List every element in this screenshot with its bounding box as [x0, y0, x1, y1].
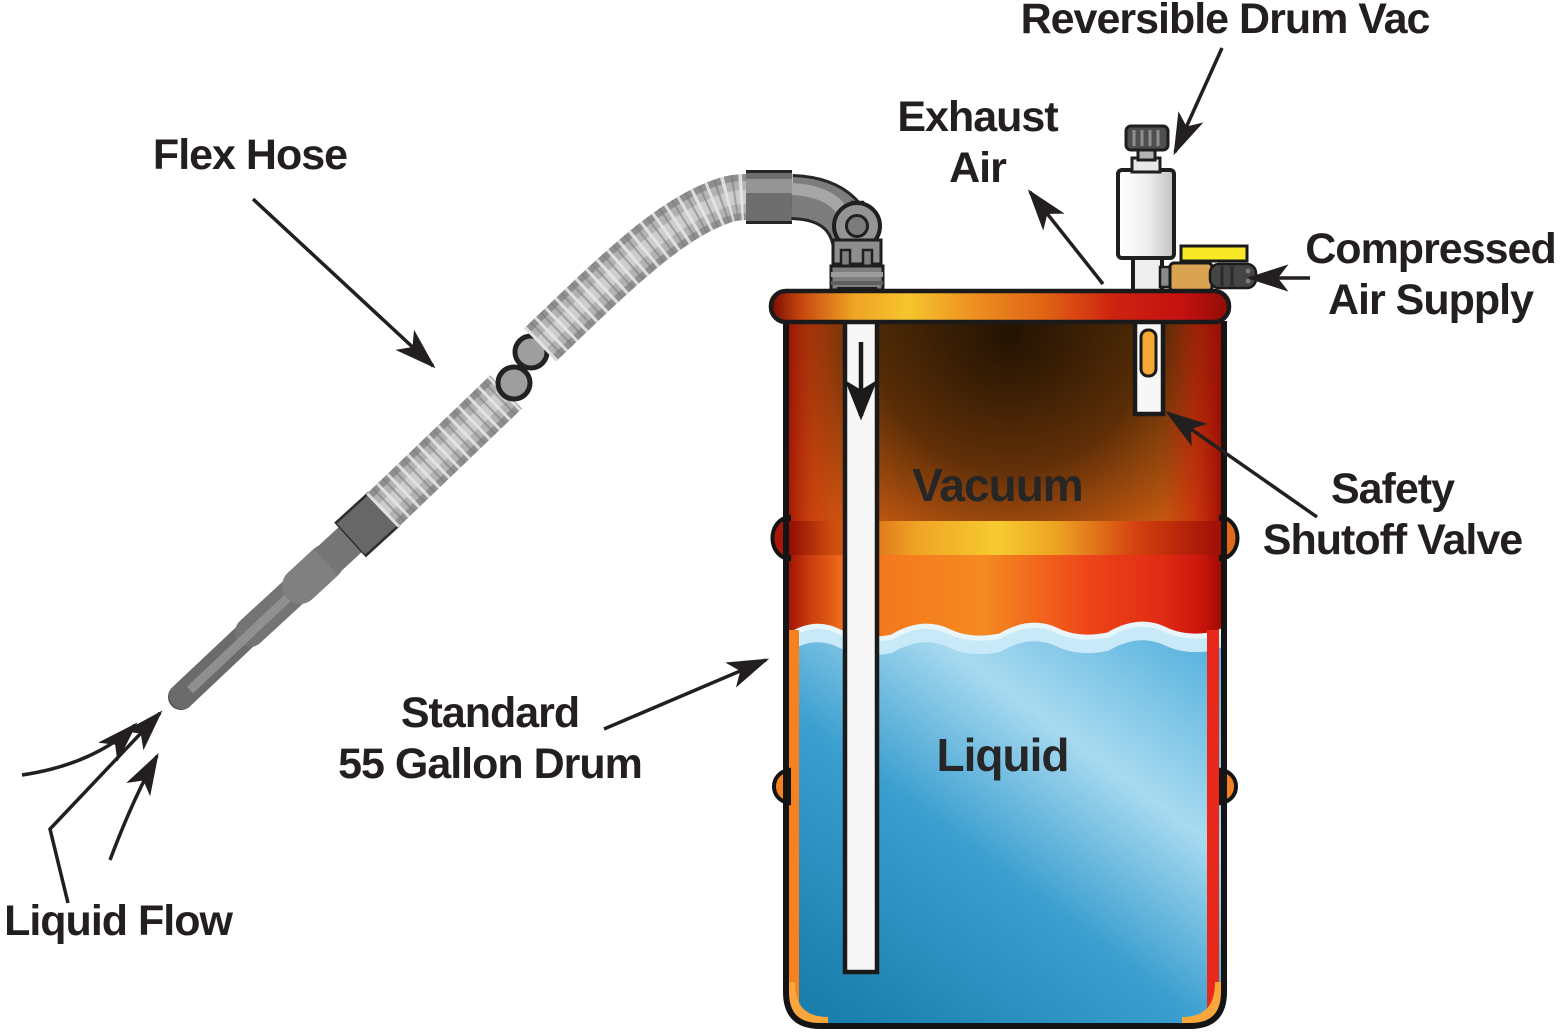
hose-end-ring [495, 364, 533, 402]
arrow-liquid-flow-leader [48, 710, 163, 904]
label-standard-drum-line1: Standard [400, 689, 580, 737]
arrow-liquid-flow-lower [108, 752, 159, 861]
arrow-reversible-drum-vac [1173, 47, 1224, 156]
label-exhaust-air-line1: Exhaust [897, 93, 1058, 141]
arrow-flex-hose [251, 197, 436, 369]
label-safety-shutoff-valve: Safety Shutoff Valve [1240, 464, 1545, 565]
label-exhaust-air: Exhaust Air [880, 92, 1075, 193]
drum-outline [783, 321, 1227, 1029]
label-exhaust-air-line2: Air [949, 143, 1007, 192]
arrow-liquid-flow-upper [21, 722, 138, 777]
label-standard-drum: Standard 55 Gallon Drum [320, 688, 660, 789]
annotation-arrows [21, 47, 1319, 904]
label-compressed-air-supply: Compressed Air Supply [1300, 224, 1561, 325]
label-liquid-flow: Liquid Flow [4, 897, 233, 945]
drum-mid-rib [770, 514, 1240, 562]
valve-body [1168, 261, 1214, 293]
dip-tube [842, 318, 880, 975]
drum-lid [768, 288, 1232, 325]
elbow-fitting [746, 170, 885, 296]
valve-lever [1179, 244, 1249, 263]
label-compressed-air-line1: Compressed [1305, 225, 1556, 273]
pump-body [1116, 168, 1176, 260]
liquid-area [786, 620, 1224, 1026]
bung-adapter [829, 264, 885, 292]
hose-upper-segment [512, 174, 749, 371]
label-standard-drum-line2: 55 Gallon Drum [338, 739, 643, 788]
label-safety-valve-line2: Shutoff Valve [1262, 515, 1523, 564]
nozzle [168, 491, 400, 710]
safety-valve-slot [1139, 328, 1158, 378]
arrow-exhaust-air [1027, 189, 1105, 286]
adjustment-knob [1124, 124, 1170, 152]
label-reversible-drum-vac: Reversible Drum Vac [1020, 0, 1431, 43]
label-flex-hose: Flex Hose [152, 131, 348, 179]
flex-hose [168, 170, 885, 710]
label-vacuum: Vacuum [912, 459, 1083, 511]
hose-lower-segment [366, 364, 533, 528]
label-compressed-air-line2: Air Supply [1327, 275, 1534, 324]
label-safety-valve-line1: Safety [1330, 465, 1455, 513]
arrow-standard-drum [603, 658, 770, 731]
label-liquid: Liquid [936, 729, 1070, 781]
safety-shutoff-valve-tube [1132, 318, 1166, 417]
arrow-safety-valve [1165, 410, 1319, 519]
